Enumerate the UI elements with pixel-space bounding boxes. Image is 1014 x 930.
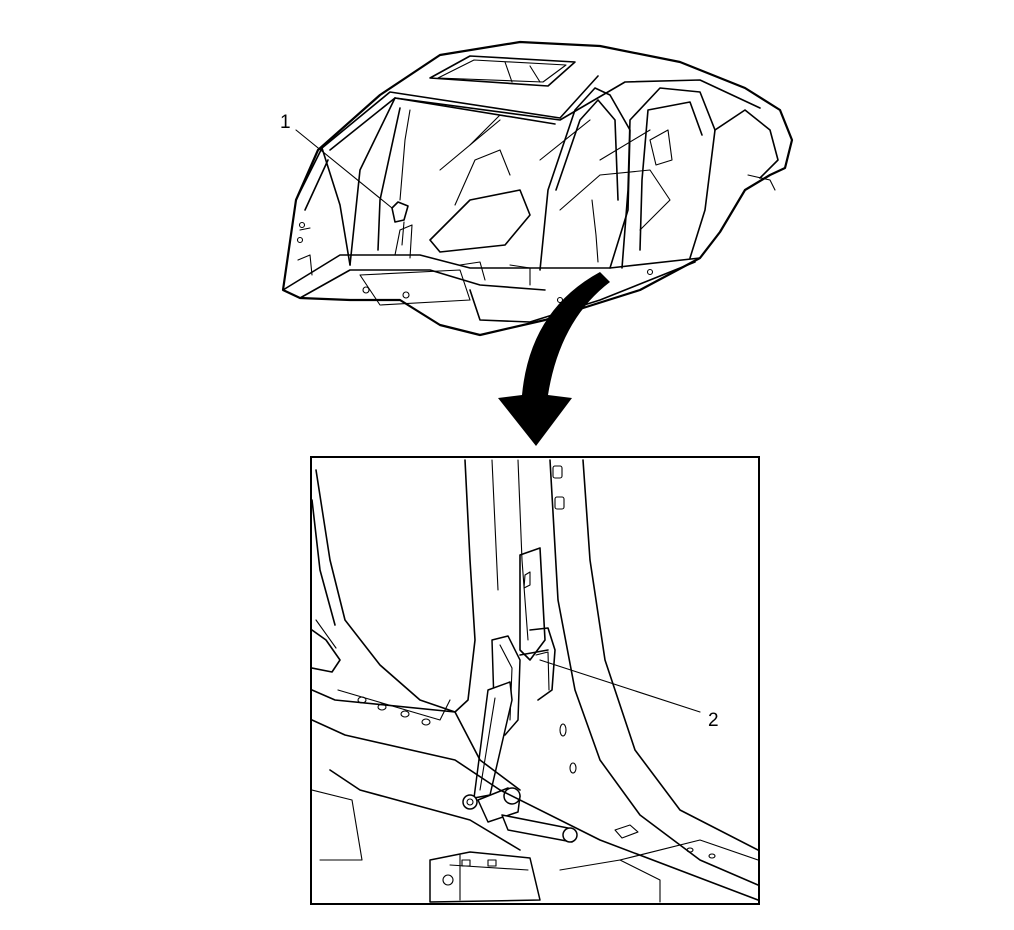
callout-1-leader xyxy=(295,129,393,209)
detail-view-frame xyxy=(310,456,760,905)
callout-1-label: 1 xyxy=(280,112,291,133)
callout-2-label: 2 xyxy=(708,710,719,731)
vehicle-body-illustration xyxy=(281,40,794,337)
zoom-arrow xyxy=(498,272,610,446)
callout-2-leader xyxy=(539,659,701,713)
b-pillar-detail-illustration xyxy=(312,459,758,903)
